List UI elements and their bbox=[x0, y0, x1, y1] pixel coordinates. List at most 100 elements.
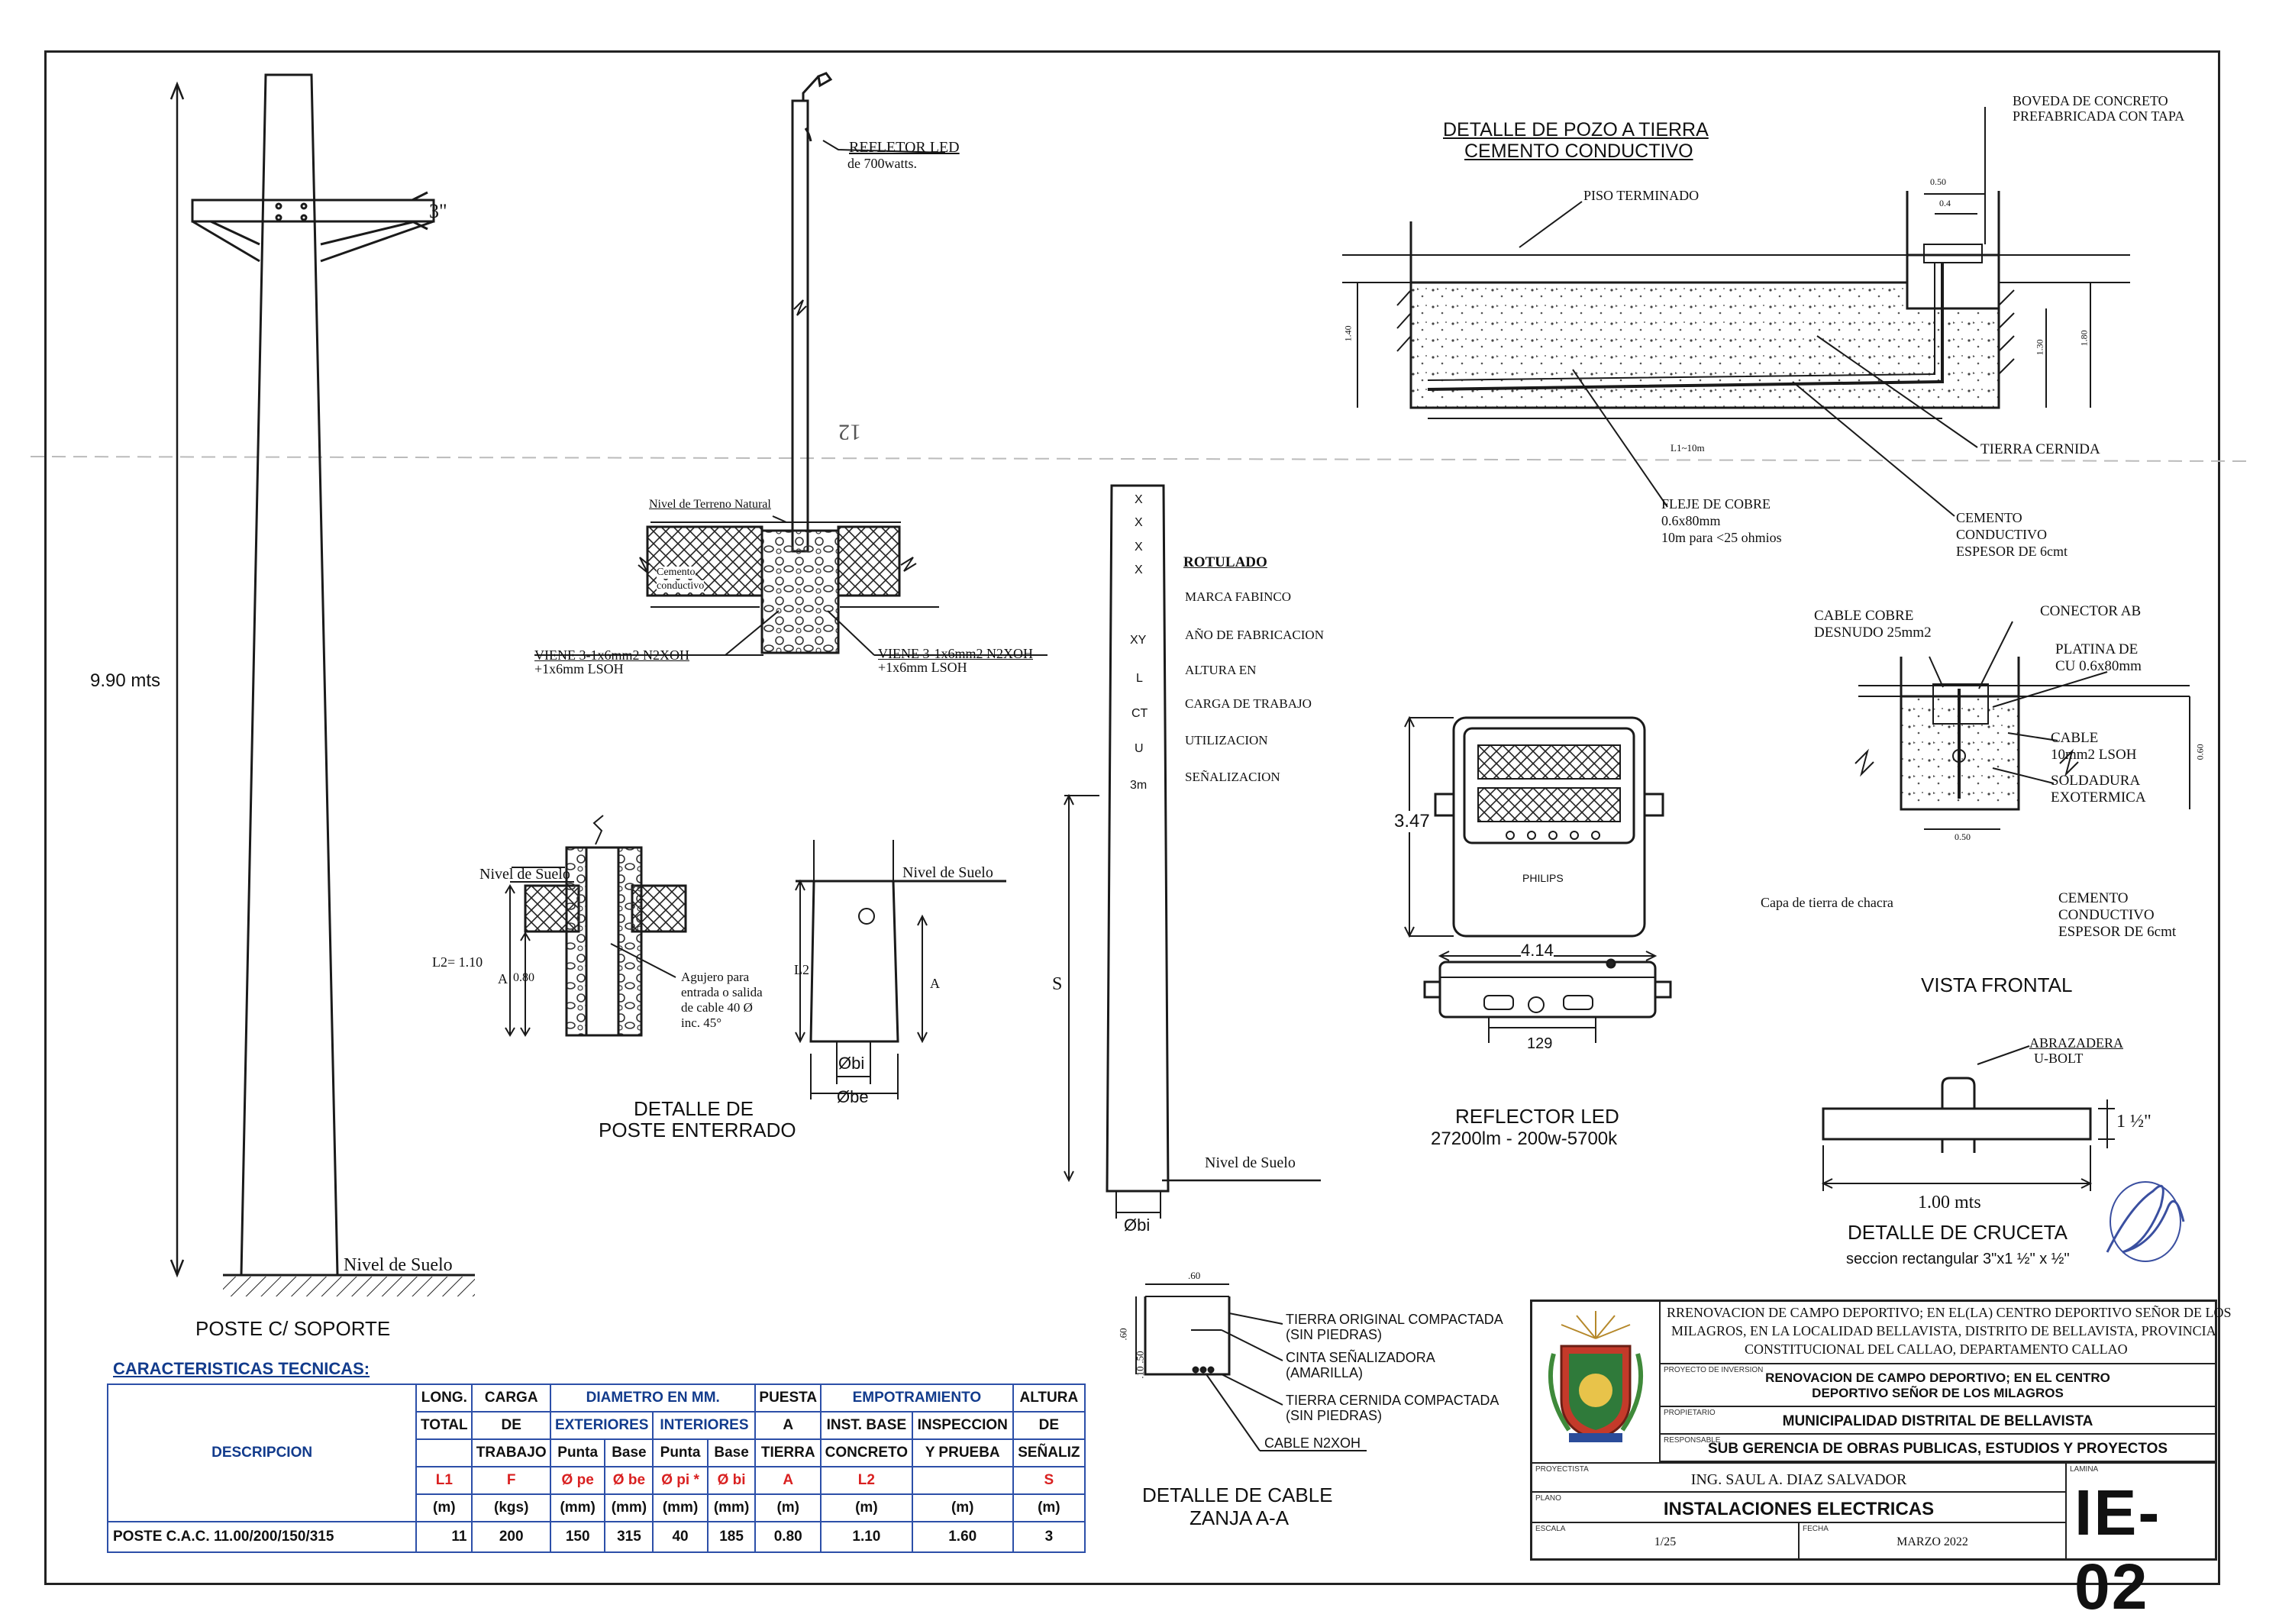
th-inst-1: INST. BASE bbox=[819, 1411, 913, 1440]
responsable: SUB GERENCIA DE OBRAS PUBLICAS, ESTUDIOS… bbox=[1707, 1441, 2168, 1457]
th-insp-blank bbox=[911, 1466, 1014, 1495]
renovacion-line-1: RENOVACION DE CAMPO DEPORTIVO; EN EL CEN… bbox=[1765, 1371, 2110, 1385]
viene-right-2: +1x6mm LSOH bbox=[878, 660, 967, 675]
viene-left-2: +1x6mm LSOH bbox=[534, 661, 624, 676]
viene-left-1: VIENE 3-1x6mm2 N2XOH bbox=[534, 647, 689, 663]
tierra-cernida-1: TIERRA CERNIDA COMPACTADA bbox=[1286, 1393, 1499, 1408]
reflector-led-drawing bbox=[1404, 715, 1672, 1043]
agujero-2: entrada o salida bbox=[681, 985, 763, 999]
cruceta-length-dim: 1.00 mts bbox=[1918, 1193, 1981, 1212]
nivel-suelo-enterrado-left: Nivel de Suelo bbox=[479, 866, 570, 883]
cemento-vf-3: ESPESOR DE 6cmt bbox=[2058, 924, 2177, 940]
pozo-title-2: CEMENTO CONDUCTIVO bbox=[1464, 140, 1693, 162]
th-diametro: DIAMETRO EN MM. bbox=[549, 1383, 757, 1413]
th-interiores: INTERIORES bbox=[652, 1411, 757, 1440]
lbl-lamina: LAMINA bbox=[2070, 1465, 2099, 1474]
philips-brand: PHILIPS bbox=[1522, 872, 1564, 884]
th-puesta-1: PUESTA bbox=[754, 1383, 822, 1413]
th-mm: (mm) bbox=[549, 1493, 606, 1522]
td-base-int: 185 bbox=[706, 1521, 757, 1553]
soldadura-2: EXOTERMICA bbox=[2051, 789, 2146, 806]
lbl-proyecto: PROYECTO DE INVERSION bbox=[1664, 1366, 1764, 1374]
escala: 1/25 bbox=[1654, 1535, 1677, 1548]
zanja-dim-left-60: .60 bbox=[1117, 1328, 1129, 1341]
td-inst: 1.10 bbox=[819, 1521, 913, 1553]
dim-414: 4.14 bbox=[1521, 941, 1554, 961]
table-row: POSTE C.A.C. 11.00/200/150/315 11 200 15… bbox=[106, 1521, 1086, 1553]
renovacion-line-2: DEPORTIVO SEÑOR DE LOS MILAGROS bbox=[1812, 1386, 2064, 1400]
dim-140: 1.40 bbox=[1342, 325, 1354, 342]
th-altura-3: SEÑALIZ bbox=[1012, 1438, 1086, 1467]
platina-2: CU 0.6x80mm bbox=[2055, 658, 2142, 674]
fleje-2: 0.6x80mm bbox=[1661, 513, 1721, 528]
td-punta-int: 40 bbox=[652, 1521, 709, 1553]
cinta-1: CINTA SEÑALIZADORA bbox=[1286, 1350, 1435, 1365]
lbl-fecha: FECHA bbox=[1803, 1525, 1829, 1533]
zanja-dim-60: .60 bbox=[1188, 1270, 1201, 1281]
th-f: F bbox=[471, 1466, 551, 1495]
cable-zanja-drawing bbox=[1135, 1283, 1367, 1451]
fecha: MARZO 2022 bbox=[1896, 1535, 1968, 1548]
rotulado-item: CARGA DE TRABAJO bbox=[1185, 696, 1312, 711]
dim-347: 3.47 bbox=[1394, 811, 1430, 832]
cemento-pozo-2: CONDUCTIVO bbox=[1956, 527, 2047, 542]
th-carga-unit: (kgs) bbox=[471, 1493, 551, 1522]
capa-tierra: Capa de tierra de chacra bbox=[1761, 895, 1893, 910]
poste-enterrado-title-1: DETALLE DE bbox=[634, 1097, 754, 1120]
td-desc: POSTE C.A.C. 11.00/200/150/315 bbox=[106, 1521, 418, 1553]
th-a: A bbox=[754, 1466, 822, 1495]
viene-right-1: VIENE 3-1x6mm2 N2XOH bbox=[878, 646, 1033, 661]
th-ope: Ø pe bbox=[549, 1466, 606, 1495]
cable-cobre-2: DESNUDO 25mm2 bbox=[1814, 625, 1932, 641]
td-base-ext: 315 bbox=[604, 1521, 654, 1553]
mark: XY bbox=[1130, 634, 1147, 647]
l2-right-label: L2 bbox=[794, 962, 809, 977]
cemento-pozo-1: CEMENTO bbox=[1956, 510, 2022, 525]
th-long-unit: (m) bbox=[415, 1493, 473, 1522]
cemento-vf-2: CONDUCTIVO bbox=[2058, 907, 2155, 923]
th-inst-2: CONCRETO bbox=[819, 1438, 913, 1467]
reflector-led-title-1: REFLECTOR LED bbox=[1455, 1105, 1619, 1128]
poste-soporte-drawing bbox=[169, 73, 475, 1296]
tech-caption: CARACTERISTICAS TECNICAS: bbox=[113, 1359, 370, 1378]
rotulado-title: ROTULADO bbox=[1183, 554, 1267, 570]
piso-terminado: PISO TERMINADO bbox=[1583, 188, 1700, 203]
obi-rotulado: Øbi bbox=[1124, 1216, 1151, 1235]
drawing-frame bbox=[44, 50, 2220, 1585]
zanja-dim-10: .10 bbox=[1134, 1366, 1146, 1379]
poste-enterrado-right-drawing bbox=[795, 840, 1006, 1099]
th-long-blank bbox=[415, 1438, 473, 1467]
th-puesta-3: TIERRA bbox=[754, 1438, 822, 1467]
th-base: Base bbox=[604, 1438, 654, 1467]
rotulado-item: SEÑALIZACION bbox=[1185, 770, 1280, 784]
cemento-sub: conductivo bbox=[657, 580, 705, 593]
tech-table: DESCRIPCION LONG. CARGA DIAMETRO EN MM. … bbox=[106, 1383, 1086, 1553]
th-altura-1: ALTURA bbox=[1012, 1383, 1086, 1413]
boveda-2: PREFABRICADA CON TAPA bbox=[2013, 108, 2185, 124]
a-value: 0.80 bbox=[513, 971, 534, 984]
boveda-1: BOVEDA DE CONCRETO bbox=[2013, 93, 2168, 108]
td-alt: 3 bbox=[1012, 1521, 1086, 1553]
lbl-escala: ESCALA bbox=[1535, 1525, 1566, 1533]
abrazadera-1: ABRAZADERA bbox=[2029, 1035, 2124, 1051]
title-block: RRENOVACION DE CAMPO DEPORTIVO; EN EL(LA… bbox=[1530, 1300, 2232, 1622]
l2-label: L2= 1.10 bbox=[432, 954, 483, 970]
tierra-original-1: TIERRA ORIGINAL COMPACTADA bbox=[1286, 1312, 1503, 1327]
mark: X bbox=[1135, 541, 1143, 554]
th-descripcion: DESCRIPCION bbox=[106, 1383, 418, 1522]
rotulado-item: AÑO DE FABRICACION bbox=[1185, 628, 1324, 642]
lbl-propietario: PROPIETARIO bbox=[1664, 1409, 1716, 1417]
th-carga-1: CARGA bbox=[471, 1383, 551, 1413]
mark: CT bbox=[1131, 707, 1148, 720]
pozo-title-1: DETALLE DE POZO A TIERRA bbox=[1443, 119, 1709, 140]
lbl-proyectista: PROYECTISTA bbox=[1535, 1465, 1589, 1474]
cemento-label: Cemento bbox=[657, 567, 696, 580]
poste-enterrado-left-drawing bbox=[505, 815, 687, 1037]
agujero-1: Agujero para bbox=[681, 970, 750, 984]
nivel-terreno-label: Nivel de Terreno Natural bbox=[649, 498, 771, 511]
th-empotramiento: EMPOTRAMIENTO bbox=[819, 1383, 1014, 1413]
cable-n2xoh: CABLE N2XOH bbox=[1264, 1435, 1361, 1451]
fleje-1: FLEJE DE COBRE bbox=[1661, 496, 1771, 512]
tech-characteristics: CARACTERISTICAS TECNICAS: DESCRIPCION LO… bbox=[106, 1359, 1086, 1553]
